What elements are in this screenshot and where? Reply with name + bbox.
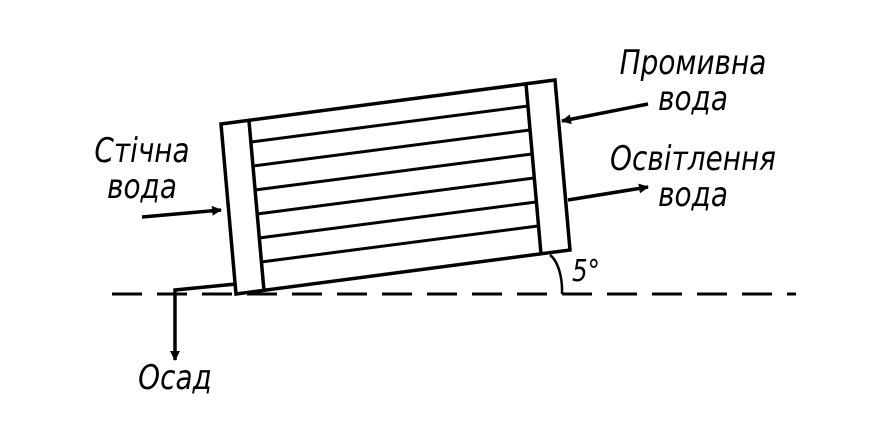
wash-water-label-line2: вода [658,79,728,119]
plate [258,200,537,240]
inlet-label-line1: Стічна [94,131,190,171]
right-chamber-wall [524,83,543,255]
settler-body [219,78,572,296]
sediment-label: Осад [134,360,216,396]
clarified-water-label-line2: вода [658,175,728,215]
inlet-label-line2: вода [107,167,177,207]
angle-label-text: 5° [572,254,600,289]
sediment-label-text: Осад [138,358,212,398]
plate [260,224,539,264]
clarified-water-label-line1: Освітлення [610,139,776,179]
plate [256,176,535,216]
inclined-plates [250,104,539,264]
clarified-water-label: Освітлення вода [603,141,783,213]
wash-water-arrow [561,102,649,125]
angle-label: 5° [561,254,610,290]
plate [254,152,533,192]
plate [252,128,531,168]
left-chamber-wall [247,120,266,292]
wash-water-label-line1: Промивна [619,43,767,83]
plate [250,104,529,144]
inlet-label: Стічна вода [76,133,207,205]
sediment-pipe [170,282,237,361]
wash-water-label: Промивна вода [615,45,771,117]
inlet-arrow [141,205,222,219]
angle-arc [549,253,564,295]
clarified-water-arrow [567,183,649,202]
